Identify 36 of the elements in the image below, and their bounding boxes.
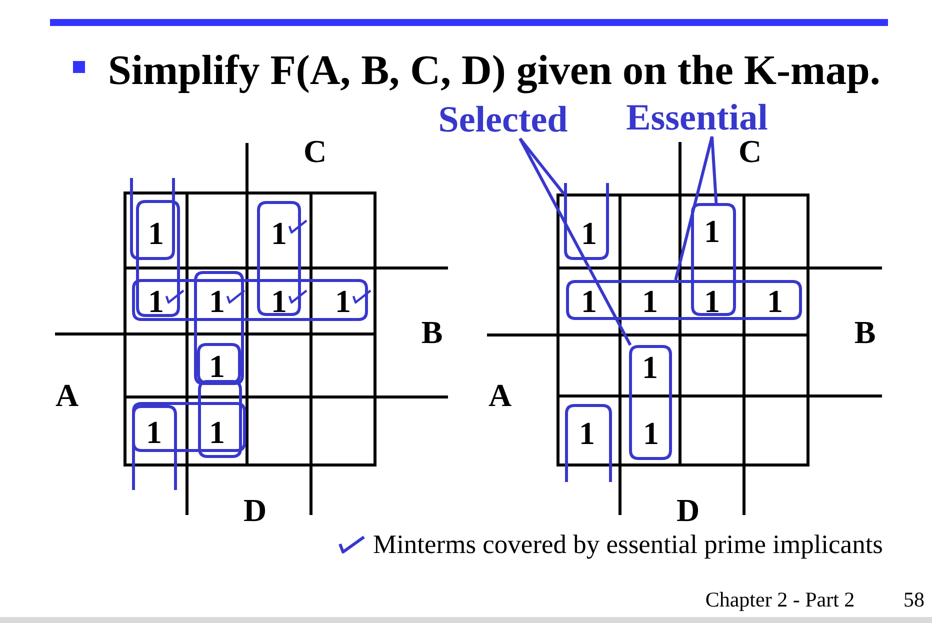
cell-value: 1 [148, 289, 164, 313]
cell-value: 1 [146, 420, 162, 444]
cell-value: 1 [579, 421, 595, 445]
cell-value: 1 [642, 289, 658, 313]
cell-value: 1 [271, 221, 287, 245]
footer-text: Chapter 2 - Part 2 [705, 588, 855, 612]
leader-line [518, 138, 632, 346]
cell-value: 1 [704, 289, 720, 313]
variable-label: C [738, 139, 762, 165]
cell-value: 1 [642, 355, 658, 379]
cell-value: 1 [581, 221, 597, 245]
cell-value: 1 [148, 221, 164, 245]
cell-value: 1 [581, 289, 597, 313]
leader-line [674, 136, 714, 280]
variable-label: D [676, 498, 700, 524]
variable-label: A [55, 383, 79, 409]
cell-value: 1 [335, 289, 351, 313]
variable-label: B [854, 320, 876, 346]
slide-title: Simplify F(A, B, C, D) given on the K-map. [108, 50, 880, 92]
variable-label: B [421, 320, 443, 346]
cell-value: 1 [767, 289, 783, 313]
leader-line [710, 136, 718, 204]
cell-value: 1 [209, 354, 225, 378]
variable-label: A [488, 383, 512, 409]
cell-value: 1 [643, 421, 659, 445]
cell-value: 1 [271, 289, 287, 313]
annotation-label: Selected [438, 102, 568, 138]
cell-value: 1 [209, 420, 225, 444]
leader-line [518, 138, 566, 196]
legend-text: Minterms covered by essential prime implicants [373, 530, 883, 560]
page-number: 58 [904, 588, 924, 612]
variable-label: C [303, 139, 327, 165]
variable-label: D [243, 498, 267, 524]
cell-value: 1 [704, 219, 720, 243]
cell-value: 1 [209, 289, 225, 313]
annotation-label: Essential [626, 100, 768, 136]
